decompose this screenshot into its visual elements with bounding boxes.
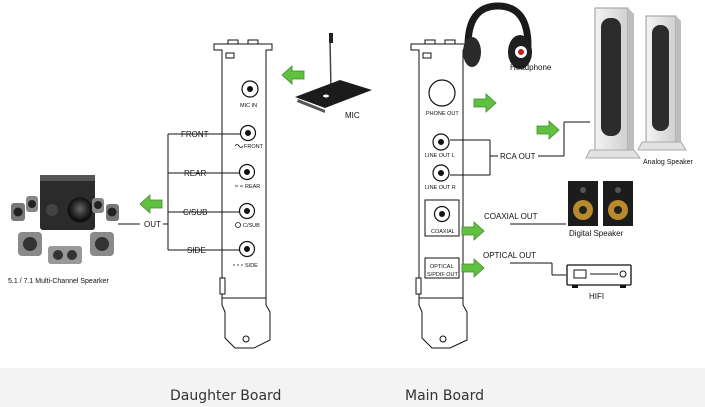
out-label: OUT (144, 220, 161, 229)
digital-speaker-icon (568, 181, 633, 226)
rca-out-label: RCA OUT (500, 152, 536, 161)
mic-device-label: MIC (345, 111, 360, 120)
speaker-out-arrow-icon (139, 194, 163, 214)
phone-out-port-label: PHONE OUT (426, 111, 459, 117)
digital-speaker-label: Digital Speaker (569, 229, 624, 238)
rear-port-label: REAR (245, 184, 260, 190)
coaxial-port-label: COAXIAL (431, 229, 455, 235)
line-out-l-port-label: LINE OUT L (425, 153, 455, 159)
green-arrows-main (461, 93, 560, 278)
csub-branch-label: C/SUB (183, 208, 207, 217)
phone-out-jack (428, 79, 456, 107)
front-port-label: FRONT (244, 144, 264, 150)
side-branch-label: SIDE (187, 246, 206, 255)
rear-branch-label: REAR (184, 169, 206, 178)
csub-port-label: C/SUB (243, 223, 260, 229)
multichannel-speaker-icon (11, 175, 119, 264)
front-branch-label: FRONT (181, 130, 209, 139)
coaxial-out-label: COAXIAL OUT (484, 212, 538, 221)
green-arrows-daughter (139, 65, 305, 214)
main-jacks (428, 79, 456, 223)
main-board-caption: Main Board (405, 388, 485, 404)
label-masks (179, 129, 211, 139)
daughter-port-glyphs (233, 144, 244, 266)
headphone-icon (463, 2, 532, 69)
headphone-label: Headphone (510, 63, 552, 72)
phone-out-arrow-icon (473, 93, 497, 113)
daughter-jacks (238, 80, 259, 258)
analog-speaker-icon (585, 7, 687, 159)
optical-out-label: OPTICAL OUT (483, 251, 536, 260)
line-out-r-port-label: LINE OUT R (425, 185, 456, 191)
analog-arrow-icon (536, 120, 560, 140)
hifi-label: HIFI (589, 292, 604, 301)
hifi-receiver-icon (566, 264, 632, 288)
multichannel-speaker-label: 5.1 / 7.1 Multi-Channel Spearker (8, 278, 109, 285)
spdif-out-port-label: S/PDIF OUT (427, 272, 459, 278)
daughter-board-bracket (213, 39, 273, 349)
coaxial-arrow-icon (461, 221, 485, 241)
main-wiring (450, 121, 590, 276)
footer-band (0, 368, 705, 407)
mic-arrow-icon (281, 65, 305, 85)
mic-in-port-label: MIC IN (240, 103, 257, 109)
optical-port-label: OPTICAL (430, 264, 454, 270)
multichannel-wiring (118, 133, 240, 251)
side-port-label: SIDE (245, 263, 258, 269)
microphone-icon (295, 33, 372, 113)
analog-speaker-label: Analog Speaker (643, 159, 693, 166)
daughter-board-caption: Daughter Board (170, 388, 282, 404)
optical-arrow-icon (461, 258, 485, 278)
